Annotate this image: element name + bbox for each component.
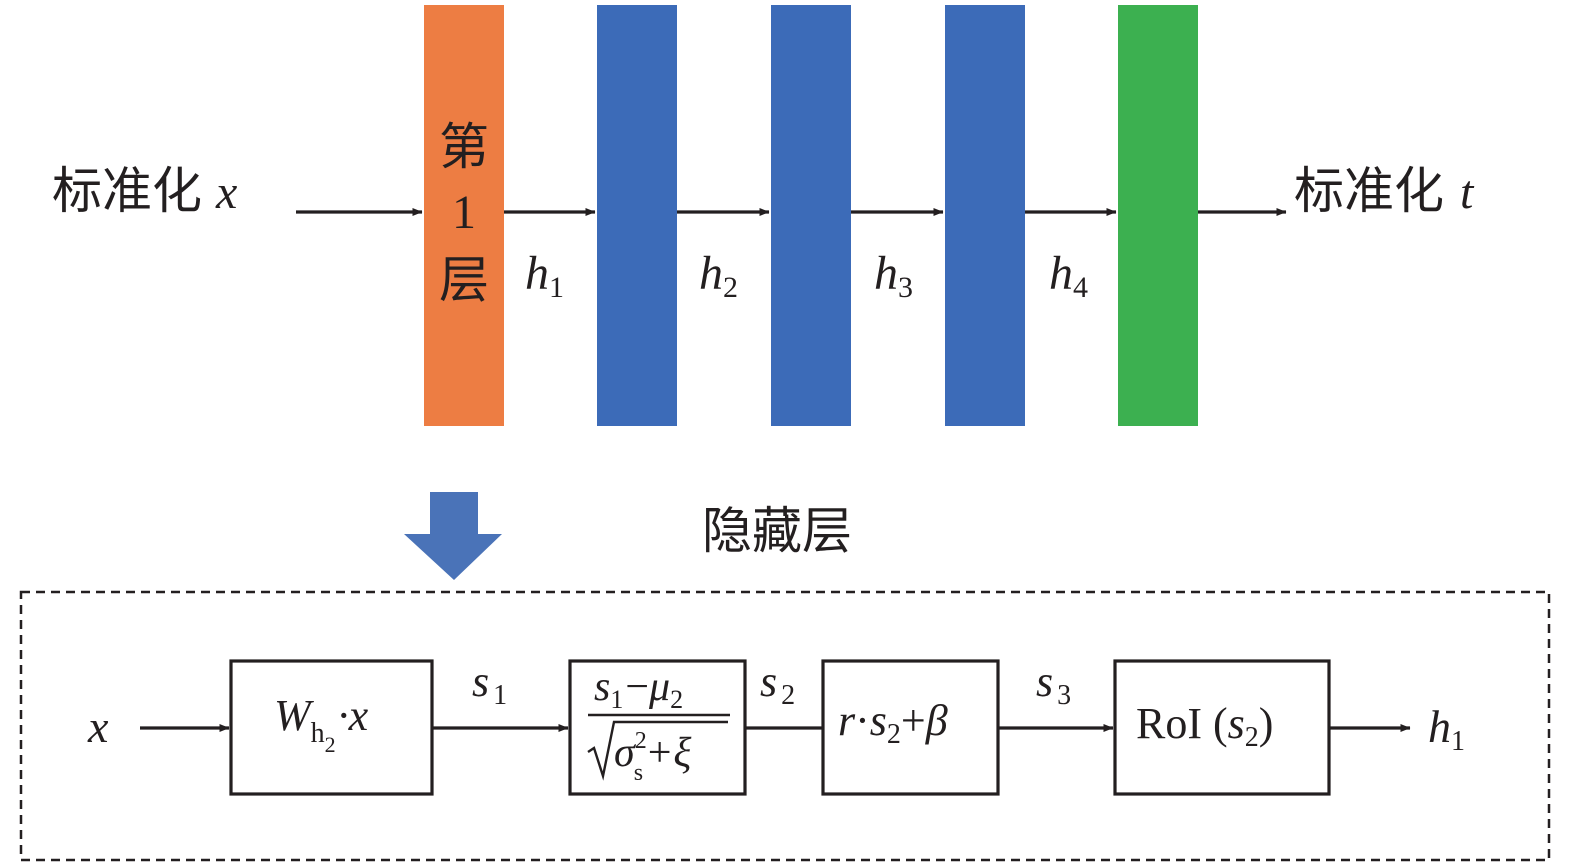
normalization-numerator: s1−μ2 <box>594 664 683 714</box>
first-layer-block <box>424 5 504 426</box>
h4-label: h4 <box>1049 247 1088 304</box>
weight-multiply-box <box>229 659 434 796</box>
h1-label: h1 <box>525 247 564 304</box>
input-label: 标准化 x <box>52 162 237 220</box>
roi-expr: RoI (s2) <box>1136 699 1273 753</box>
hidden-layer-title: 隐藏层 <box>702 502 852 560</box>
hidden-layer-block-4 <box>945 5 1025 426</box>
output-label: 标准化 t <box>1294 162 1475 220</box>
detail-output-label: h1 <box>1428 701 1465 757</box>
roi-box <box>1113 659 1331 796</box>
first-layer-char-1: 第 <box>439 118 489 176</box>
first-layer-char-3: 层 <box>439 251 489 309</box>
down-arrow-icon <box>404 492 502 580</box>
output-layer-block <box>1118 5 1198 426</box>
hidden-layer-detail-frame <box>19 590 1551 862</box>
first-layer-char-2: 1 <box>452 186 476 239</box>
sqrt-sign-icon <box>587 720 728 781</box>
hidden-layer-block-2 <box>597 5 677 426</box>
h2-label: h2 <box>699 247 738 304</box>
scale-shift-box <box>821 659 1000 796</box>
detail-input-var: x <box>87 701 109 752</box>
scale-shift-expr: r·s2+β <box>838 696 948 750</box>
weight-multiply-expr: Wh2·x <box>274 691 369 757</box>
h3-label: h3 <box>874 247 913 304</box>
hidden-layer-block-3 <box>771 5 851 426</box>
